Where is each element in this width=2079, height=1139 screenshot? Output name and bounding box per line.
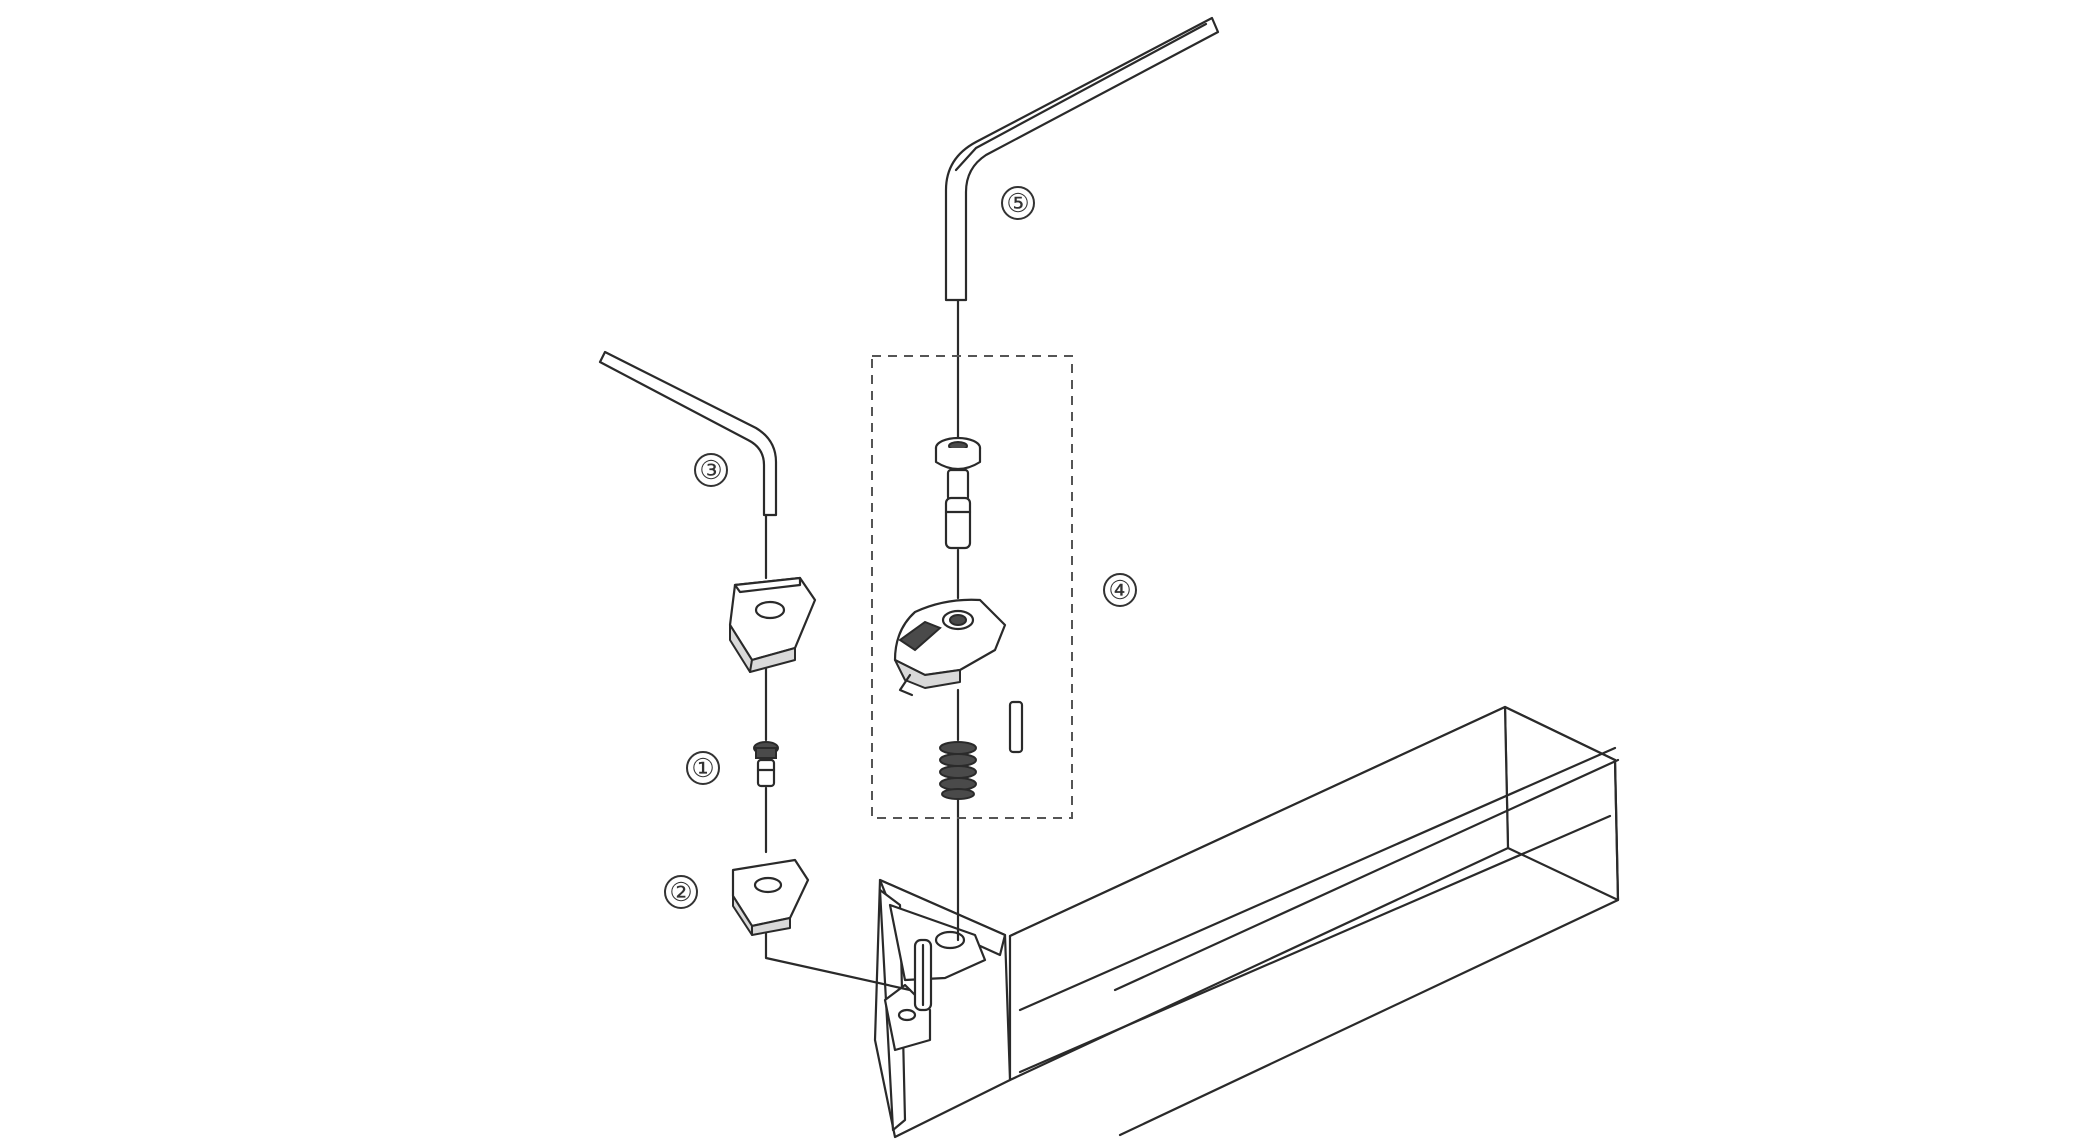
small-hex-key bbox=[598, 350, 778, 517]
callout-4-label: ④ bbox=[1108, 575, 1131, 605]
callout-5-label: ⑤ bbox=[1006, 188, 1029, 218]
anvil-shim bbox=[731, 858, 810, 936]
callout-3: ③ bbox=[694, 453, 728, 487]
large-hex-key bbox=[944, 16, 1220, 302]
callout-5: ⑤ bbox=[1001, 186, 1035, 220]
holder-head bbox=[873, 878, 1012, 1139]
callout-4: ④ bbox=[1103, 573, 1137, 607]
upper-shim bbox=[728, 576, 817, 673]
top-clamp bbox=[893, 598, 1007, 697]
callout-3-label: ③ bbox=[699, 455, 722, 485]
clamp-assembly-group bbox=[871, 355, 1073, 819]
locating-pin bbox=[1008, 700, 1024, 754]
callout-2-label: ② bbox=[669, 877, 692, 907]
anvil-screw bbox=[753, 741, 779, 788]
callout-1-label: ① bbox=[691, 753, 714, 783]
callout-2: ② bbox=[664, 875, 698, 909]
tool-holder bbox=[1008, 705, 1620, 1137]
clamp-screw bbox=[934, 436, 982, 550]
clamp-spring bbox=[939, 741, 977, 800]
callout-1: ① bbox=[686, 751, 720, 785]
